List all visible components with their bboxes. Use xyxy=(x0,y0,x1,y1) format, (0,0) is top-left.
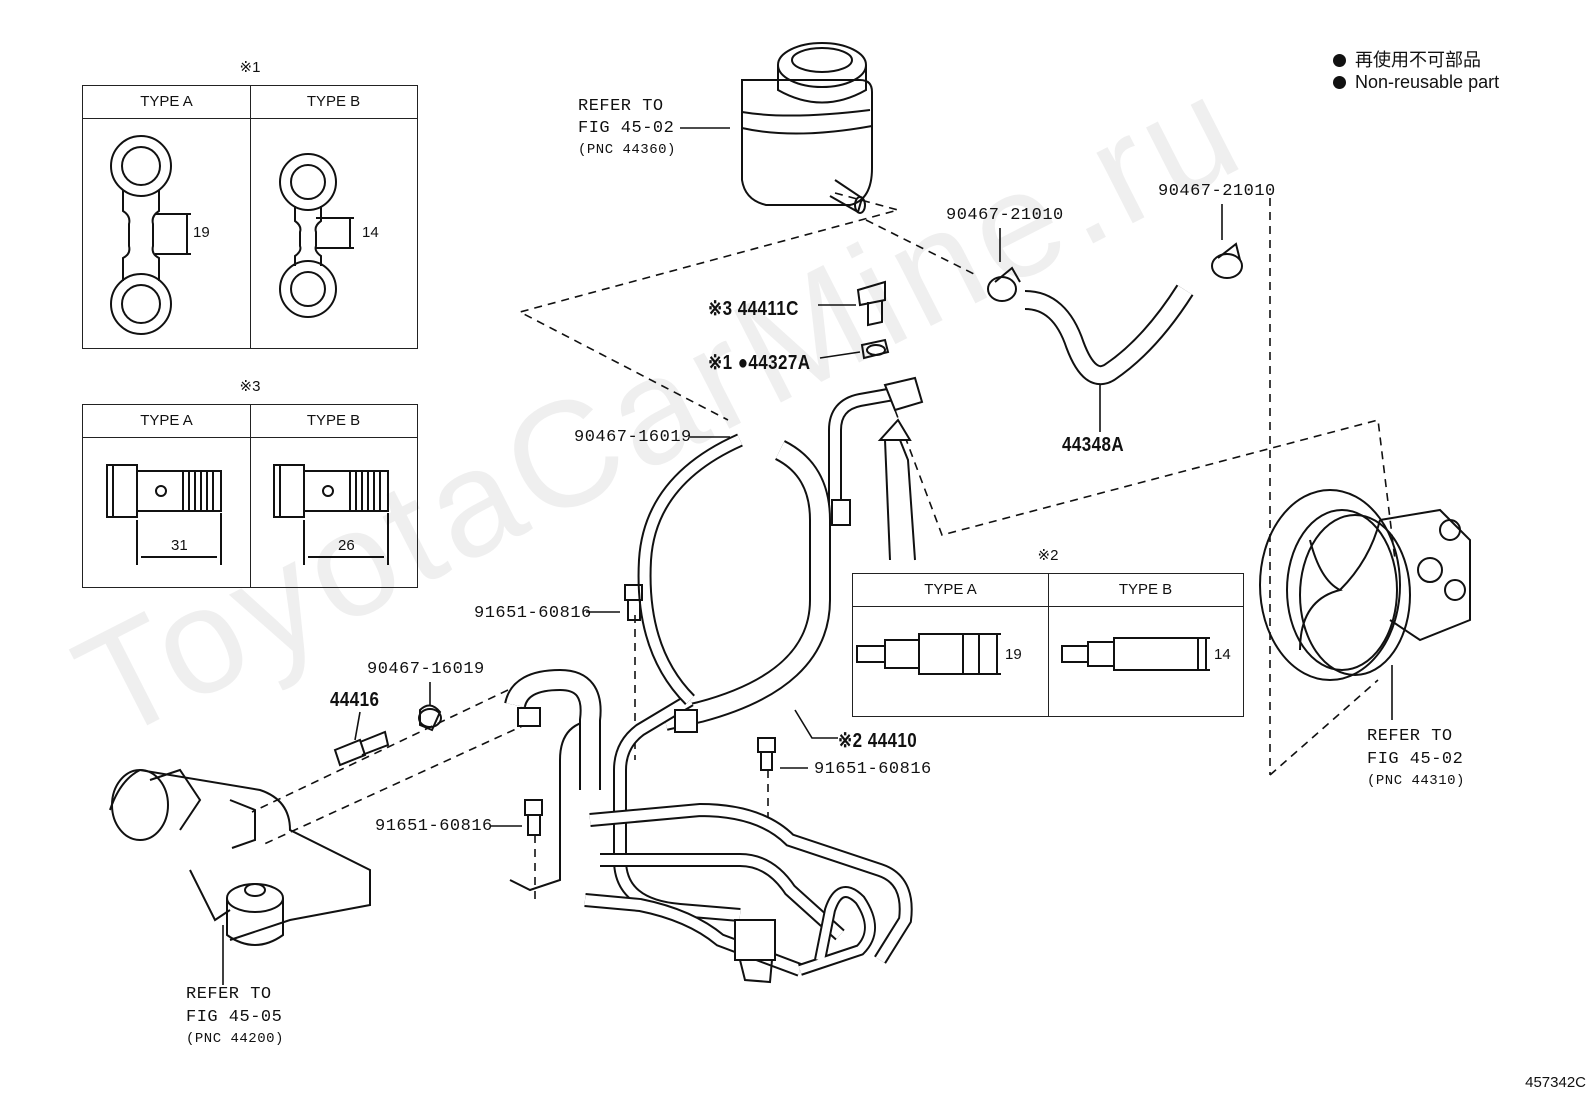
tube-type-b-icon xyxy=(1061,637,1210,671)
inset-1-header-rule xyxy=(83,86,417,119)
part-bolt-right: 91651-60816 xyxy=(814,760,932,779)
gasket-type-a-icon xyxy=(110,135,191,335)
union-drawing xyxy=(333,704,442,767)
inset-1-table: ※1 TYPE A 19 TYPE B 14 xyxy=(82,59,418,349)
figure-number: 457342C xyxy=(1525,1074,1586,1091)
inset-1-col-a: TYPE A 19 xyxy=(83,86,251,348)
ref-gear-line2: FIG 45-05 xyxy=(186,1008,283,1027)
bullet-icon xyxy=(1333,54,1346,67)
inset-1-col-b-title: TYPE B xyxy=(306,93,361,110)
inset-3-dim-b: 26 xyxy=(338,537,355,554)
ref-pump-line3: (PNC 44310) xyxy=(1367,773,1465,789)
bullet-icon xyxy=(1333,76,1346,89)
ref-pump-line2: FIG 45-02 xyxy=(1367,750,1464,769)
inset-3-col-b: TYPE B 26 xyxy=(250,405,417,587)
gasket-type-b-icon xyxy=(279,153,354,318)
ref-pump-line1: REFER TO xyxy=(1367,727,1453,746)
inset-1-col-b: TYPE B 14 xyxy=(250,86,417,348)
inset-2-col-a: TYPE A 19 xyxy=(853,574,1049,716)
inset-2-note: ※2 xyxy=(1037,547,1059,564)
return-hose-drawing xyxy=(987,242,1243,386)
inset-1-note: ※1 xyxy=(239,59,261,76)
inset-1-dim-b: 14 xyxy=(362,224,379,241)
inset-3-col-b-title: TYPE B xyxy=(306,412,361,429)
ref-reservoir-line1: REFER TO xyxy=(578,97,664,116)
inset-2-col-a-title: TYPE A xyxy=(924,581,977,598)
part-union-bolt: ※3 44411C xyxy=(708,298,799,320)
pump-drawing xyxy=(1259,489,1471,681)
bolts-drawing xyxy=(524,584,776,836)
inset-3-header-rule xyxy=(83,405,417,438)
part-union: 44416 xyxy=(330,689,380,711)
bolt-type-a-icon xyxy=(106,464,222,565)
part-clamp-top-b: 90467-21010 xyxy=(1158,182,1276,201)
part-clamp-top-a: 90467-21010 xyxy=(946,206,1064,225)
part-clamp-mid: 90467-16019 xyxy=(574,428,692,447)
legend-en-text: Non-reusable part xyxy=(1355,72,1500,92)
tube-type-a-icon xyxy=(856,633,1001,675)
legend-jp: 再使用不可部品 xyxy=(1333,46,1481,72)
steering-gear-drawing xyxy=(109,768,371,946)
inset-1-dim-a: 19 xyxy=(193,224,210,241)
inset-3-col-a-title: TYPE A xyxy=(140,412,193,429)
ref-reservoir-line3: (PNC 44360) xyxy=(578,142,676,158)
part-return-hose: 44348A xyxy=(1062,434,1125,456)
ref-gear-line3: (PNC 44200) xyxy=(186,1031,284,1047)
inset-2-dim-a: 19 xyxy=(1005,646,1022,663)
inset-3-dim-a: 31 xyxy=(171,537,188,554)
bolt-type-b-icon xyxy=(273,464,389,565)
inset-2-table: ※2 TYPE A 19 TYPE B 14 xyxy=(852,547,1244,717)
part-bolt-bottom: 91651-60816 xyxy=(375,817,493,836)
part-clamp-low: 90467-16019 xyxy=(367,660,485,679)
legend-jp-text: 再使用不可部品 xyxy=(1355,50,1481,70)
dashed-guides xyxy=(251,192,1396,900)
part-gasket: ※1 ●44327A xyxy=(708,352,811,374)
union-bolt-drawing xyxy=(856,280,890,360)
inset-2-dim-b: 14 xyxy=(1214,646,1231,663)
inset-3-note: ※3 xyxy=(239,378,261,395)
legend-en: Non-reusable part xyxy=(1333,72,1499,93)
inset-2-header-rule xyxy=(853,574,1243,607)
inset-3-col-a: TYPE A 31 xyxy=(83,405,251,587)
inset-2-col-b: TYPE B 14 xyxy=(1048,574,1243,716)
ref-gear-line1: REFER TO xyxy=(186,985,272,1004)
inset-3-table: ※3 TYPE A 31 TYPE B 26 xyxy=(82,378,418,588)
pressure-hose-drawing xyxy=(613,376,924,922)
inset-2-col-b-title: TYPE B xyxy=(1118,581,1173,598)
tube-bundle-drawing xyxy=(504,668,913,984)
reservoir-drawing xyxy=(741,42,873,214)
part-bolt-left: 91651-60816 xyxy=(474,604,592,623)
inset-1-col-a-title: TYPE A xyxy=(140,93,193,110)
ref-reservoir-line2: FIG 45-02 xyxy=(578,119,675,138)
part-pressure-tube: ※2 44410 xyxy=(838,730,918,752)
